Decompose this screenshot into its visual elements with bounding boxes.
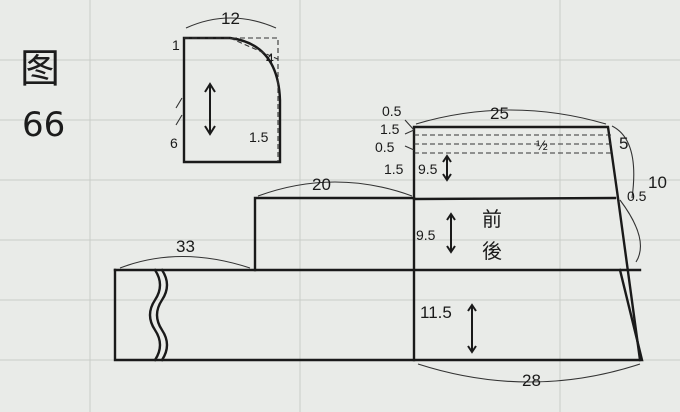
middle-tier-outline [253,196,416,272]
pocket-curve-h-label: 1.5 [249,129,269,145]
pocket-guide [184,37,281,162]
bottom-grain-arrow [467,303,477,354]
back-label: 後 [482,239,502,263]
middle-grain-arrow [446,212,456,254]
yoke-side-right-label: 10 [648,173,667,192]
yoke-l1-label: 0.5 [382,103,402,119]
yoke-l4-label: 1.5 [384,161,404,177]
pocket-outline [182,36,282,164]
break-mark [148,268,162,362]
yoke-outline [412,125,642,362]
pocket-width-label: 12 [221,9,240,28]
pocket-grain-arrow [204,82,216,136]
pocket-pattern: 12 1 6 4 1.5 [170,9,282,164]
bottom-width-label: 33 [176,237,195,256]
middle-height-label: 9.5 [416,227,436,243]
figure-number: 66 [22,105,65,145]
yoke-top-label: 25 [490,104,509,123]
pocket-curve-v-label: 4 [266,50,274,66]
figure-title: 图 [20,46,60,92]
yoke-side-mid-label: 0.5 [627,188,647,204]
front-label: 前 [482,207,502,231]
bottom-height-label: 11.5 [420,303,452,322]
yoke-l2-label: 1.5 [380,121,400,137]
bottom-base-label: 28 [522,371,541,390]
pocket-side-top-label: 1 [172,37,180,53]
yoke-grain-arrow [442,154,452,182]
middle-width-label: 20 [312,175,331,194]
yoke-side-top-label: 5 [619,134,628,153]
main-pattern: 33 20 25 28 0.5 1.5 0.5 1.5 ½ 5 10 0.5 9… [113,103,667,390]
pocket-side-bottom-label: 6 [170,135,178,151]
bottom-tier-outline [113,268,644,362]
yoke-mark-label: ½ [536,137,548,153]
yoke-height-label: 9.5 [418,161,438,177]
yoke-l3-label: 0.5 [375,139,395,155]
